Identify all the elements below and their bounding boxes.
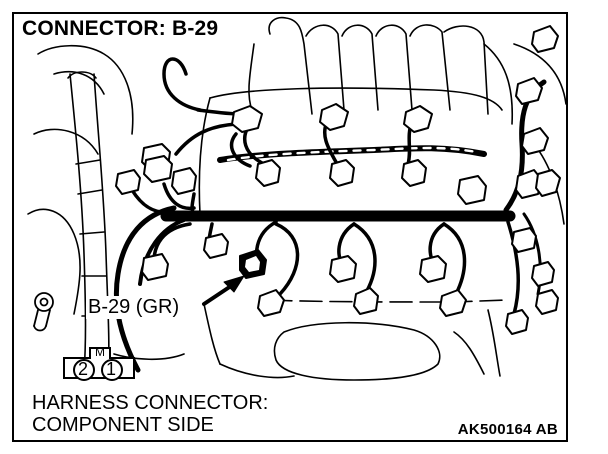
upper-harness [217, 145, 487, 163]
connector-boxes [115, 25, 561, 335]
connector-pin-view: M 2 1 [54, 338, 146, 388]
harness-left-sweep-2 [138, 218, 186, 286]
pointer-arrow [202, 275, 245, 306]
upper-harness-dash [226, 146, 478, 162]
diagram-frame: CONNECTOR: B-29 B-29 (GR) M 2 1 HARNESS … [12, 12, 568, 442]
target-connector-b29 [239, 249, 267, 279]
ground-terminal [33, 292, 54, 332]
lower-wires [152, 220, 467, 298]
connector-callout-label: B-29 (GR) [86, 296, 182, 319]
caption-line-1: HARNESS CONNECTOR: [32, 392, 269, 414]
intake-manifold-outline [248, 16, 514, 125]
harness-left-sweep [113, 205, 177, 373]
harness-right-down [506, 220, 520, 316]
engine-block-outline [27, 43, 566, 381]
bottom-harness [269, 299, 507, 303]
upper-wires [130, 57, 414, 216]
coolant-pipe [67, 71, 110, 375]
engine-harness-illustration [27, 16, 566, 381]
connector-top-mark: M [95, 345, 105, 359]
pin-number-1: 1 [106, 359, 117, 379]
harness-caption: HARNESS CONNECTOR: COMPONENT SIDE [32, 392, 268, 436]
caption-line-2: COMPONENT SIDE [32, 414, 214, 436]
connector-face-outline [63, 347, 135, 381]
figure-code: AK500164 AB [457, 421, 558, 438]
pin-number-2: 2 [78, 359, 89, 379]
diagram-title: CONNECTOR: B-29 [20, 17, 223, 42]
